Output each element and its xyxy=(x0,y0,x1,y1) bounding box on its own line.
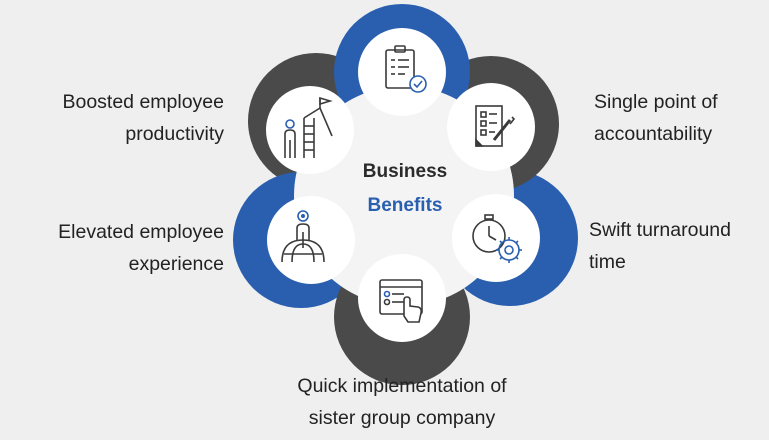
stopwatch-gear-icon xyxy=(472,214,522,263)
label-line: sister group company xyxy=(308,407,496,429)
label-line: productivity xyxy=(125,123,224,145)
label-line: Single point of xyxy=(594,91,718,113)
document-edit-icon xyxy=(475,105,516,147)
person-globe-icon xyxy=(281,210,325,263)
disc-bottom xyxy=(358,254,446,342)
disc-top xyxy=(358,28,446,116)
center-title-line2: Benefits xyxy=(367,195,443,216)
label-line: accountability xyxy=(594,123,713,145)
disc-upper-right xyxy=(447,83,535,171)
disc-lower-left xyxy=(267,196,355,284)
label-line: Boosted employee xyxy=(62,91,224,113)
touch-screen-icon xyxy=(379,279,423,323)
label-line: Swift turnaround xyxy=(589,219,731,241)
label-single-accountability: Single point of accountability xyxy=(594,86,718,150)
label-line: Quick implementation of xyxy=(297,375,507,397)
disc-upper-left xyxy=(266,86,354,174)
label-swift-turnaround: Swift turnaround time xyxy=(589,214,731,278)
person-ladder-flag-icon xyxy=(284,96,333,158)
label-line: time xyxy=(589,251,626,273)
center-title-line1: Business xyxy=(362,161,448,182)
label-line: Elevated employee xyxy=(58,221,224,243)
checklist-icon xyxy=(385,45,427,93)
label-quick-implementation: Quick implementation of sister group com… xyxy=(234,370,570,434)
label-elevated-experience: Elevated employee experience xyxy=(58,216,224,280)
label-line: experience xyxy=(128,253,224,275)
center-title: Business Benefits xyxy=(330,155,480,223)
disc-lower-right xyxy=(452,194,540,282)
label-boosted-productivity: Boosted employee productivity xyxy=(62,86,224,150)
